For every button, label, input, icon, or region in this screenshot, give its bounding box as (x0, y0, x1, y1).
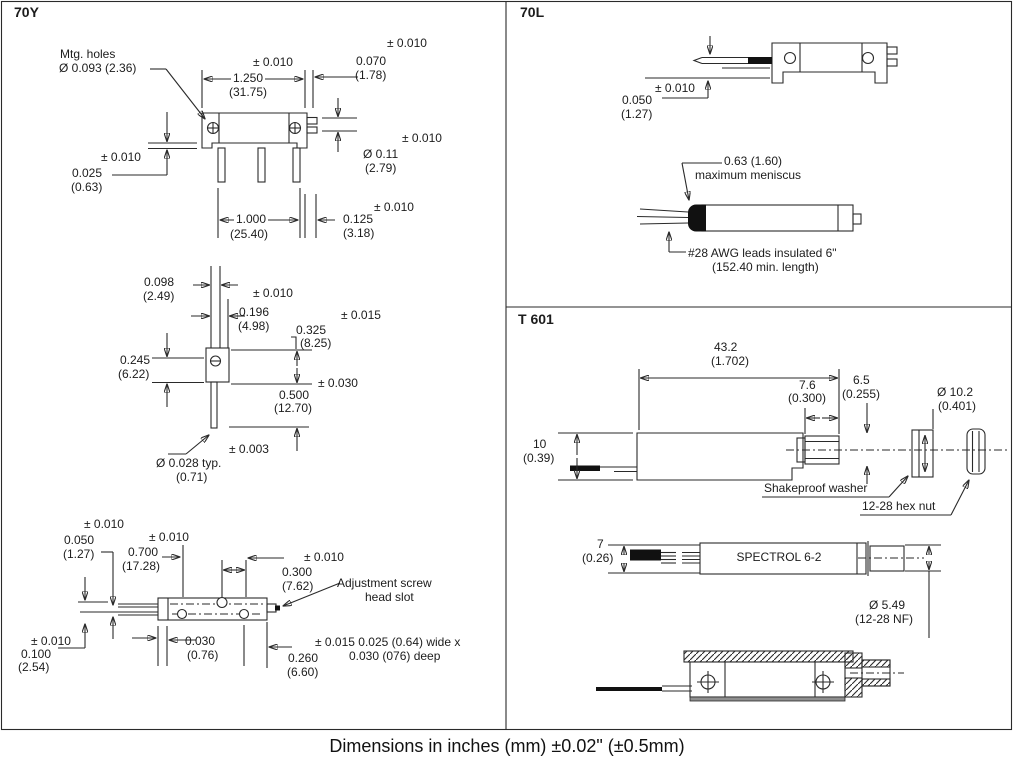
y70-d1-inches: 0.050 (64, 533, 95, 547)
t601-shaft-inches: (0.255) (842, 387, 881, 401)
t601-washer-label: Shakeproof washer (764, 481, 868, 495)
l70-offset-tolerance: ± 0.010 (655, 81, 695, 95)
t601-thread-mm: Ø 5.49 (869, 598, 906, 612)
y70-leaddia-mm: (0.71) (176, 470, 208, 484)
y70-d2-mm: (17.28) (122, 559, 161, 573)
y70-pinpitch-tolerance: ± 0.010 (387, 36, 427, 50)
l70-leads-note-line2: (152.40 min. length) (712, 260, 819, 274)
t601-body-view-drawing (608, 541, 941, 638)
panel-title-70l: 70L (520, 4, 545, 20)
t601-bodydia-inches: (0.39) (523, 451, 555, 465)
y70-d3-tolerance: ± 0.010 (304, 550, 344, 564)
t601-washer-inches: (0.401) (938, 399, 977, 413)
y70-height-mm: (8.25) (300, 336, 332, 350)
y70-d3-mm: (7.62) (282, 579, 314, 593)
y70-leadlen-tolerance: ± 0.030 (318, 376, 358, 390)
y70-standoff-inches: 0.025 (72, 166, 103, 180)
y70-screw-note-line1: Adjustment screw (337, 576, 432, 590)
y70-d5-mm: (0.76) (187, 648, 219, 662)
y70-width-tolerance: ± 0.010 (253, 55, 293, 69)
y70-span-mm: (25.40) (230, 227, 269, 241)
t601-lead-mm: 7 (597, 537, 604, 551)
t601-nut-label: 12-28 hex nut (862, 499, 936, 513)
y70-leadlen-inches: 0.500 (279, 388, 310, 402)
l70-side-view-drawing (645, 36, 898, 99)
y70-d1-tolerance: ± 0.010 (84, 517, 124, 531)
y70-slot-note-line1: ± 0.015 0.025 (0.64) wide x (315, 635, 461, 649)
y70-tab-inches: 0.125 (343, 212, 374, 226)
y70-slot-note-line2: 0.030 (076) deep (349, 649, 441, 663)
y70-standoff-tolerance: ± 0.010 (101, 150, 141, 164)
t601-main-view-drawing (558, 369, 1007, 516)
t601-brand-marking: SPECTROL 6-2 (736, 550, 822, 564)
y70-head-inches: 0.196 (239, 305, 270, 319)
y70-slot-inches: 0.098 (144, 275, 175, 289)
t601-bodydia-mm: 10 (533, 437, 547, 451)
y70-bodywidth-mm: (6.22) (118, 367, 150, 381)
y70-d6-mm: (6.60) (287, 665, 319, 679)
y70-head-tolerance: ± 0.010 (253, 286, 293, 300)
y70-screw-note-line2: head slot (365, 590, 414, 604)
t601-length-inches: (1.702) (711, 354, 750, 368)
y70-pinpitch-inches: 0.070 (356, 54, 387, 68)
y70-top-view-drawing (58, 545, 341, 668)
y70-mtg-holes-note-line2: Ø 0.093 (2.36) (59, 61, 137, 75)
y70-mtg-holes-note-line1: Mtg. holes (60, 47, 116, 61)
y70-pindia-inches: Ø 0.11 (363, 147, 399, 161)
t601-length-mm: 43.2 (714, 340, 738, 354)
t601-lead-inches: (0.26) (582, 551, 614, 565)
y70-tab-mm: (3.18) (343, 226, 375, 240)
l70-offset-mm: (1.27) (621, 107, 653, 121)
y70-end-view-drawing (152, 266, 312, 455)
l70-meniscus-note-line1: 0.63 (1.60) (724, 154, 783, 168)
y70-width-mm: (31.75) (229, 85, 268, 99)
y70-leaddia-inches: Ø 0.028 typ. (156, 456, 222, 470)
t601-bushing-mm: 7.6 (799, 378, 816, 392)
t601-washer-mm: Ø 10.2 (937, 385, 974, 399)
l70-offset-inches: 0.050 (622, 93, 653, 107)
l70-cylinder-view-drawing (636, 162, 862, 253)
y70-bodywidth-inches: 0.245 (120, 353, 151, 367)
y70-width-inches: 1.250 (231, 71, 266, 85)
panel-title-t601: T 601 (518, 311, 554, 327)
l70-meniscus-note-line2: maximum meniscus (695, 168, 802, 182)
y70-tab-tolerance: ± 0.010 (374, 200, 414, 214)
y70-d2-inches: 0.700 (128, 545, 159, 559)
y70-pindia-tolerance: ± 0.010 (402, 131, 442, 145)
y70-d4-tolerance: ± 0.010 (31, 634, 71, 648)
y70-d5-inches: 0.030 (185, 634, 216, 648)
l70-leads-note-line1: #28 AWG leads insulated 6" (688, 246, 837, 260)
dimensions-caption: Dimensions in inches (mm) ±0.02" (±0.5mm… (329, 736, 685, 756)
y70-d4-inches: 0.100 (21, 647, 52, 661)
y70-head-mm: (4.98) (238, 319, 270, 333)
y70-d3-inches: 0.300 (282, 565, 313, 579)
y70-span-inches: 1.000 (234, 212, 269, 226)
y70-pindia-mm: (2.79) (365, 161, 397, 175)
y70-pinpitch-mm: (1.78) (355, 68, 387, 82)
y70-d2-tolerance: ± 0.010 (149, 530, 189, 544)
t601-bushing-inches: (0.300) (788, 391, 827, 405)
t601-thread-inches: (12-28 NF) (855, 612, 914, 626)
y70-leaddia-tolerance: ± 0.003 (229, 442, 269, 456)
y70-standoff-mm: (0.63) (71, 180, 103, 194)
y70-slot-mm: (2.49) (143, 289, 175, 303)
y70-d4-mm: (2.54) (18, 660, 50, 674)
t601-shaft-mm: 6.5 (853, 373, 870, 387)
y70-height-inches: 0.325 (296, 323, 327, 337)
t601-section-view-drawing (596, 650, 904, 702)
y70-height-tolerance: ± 0.015 (341, 308, 381, 322)
y70-leadlen-mm: (12.70) (274, 401, 313, 415)
y70-d6-inches: 0.260 (288, 651, 319, 665)
panel-borders (0, 0, 1013, 731)
panel-title-70y: 70Y (14, 4, 39, 20)
y70-d1-mm: (1.27) (63, 547, 95, 561)
